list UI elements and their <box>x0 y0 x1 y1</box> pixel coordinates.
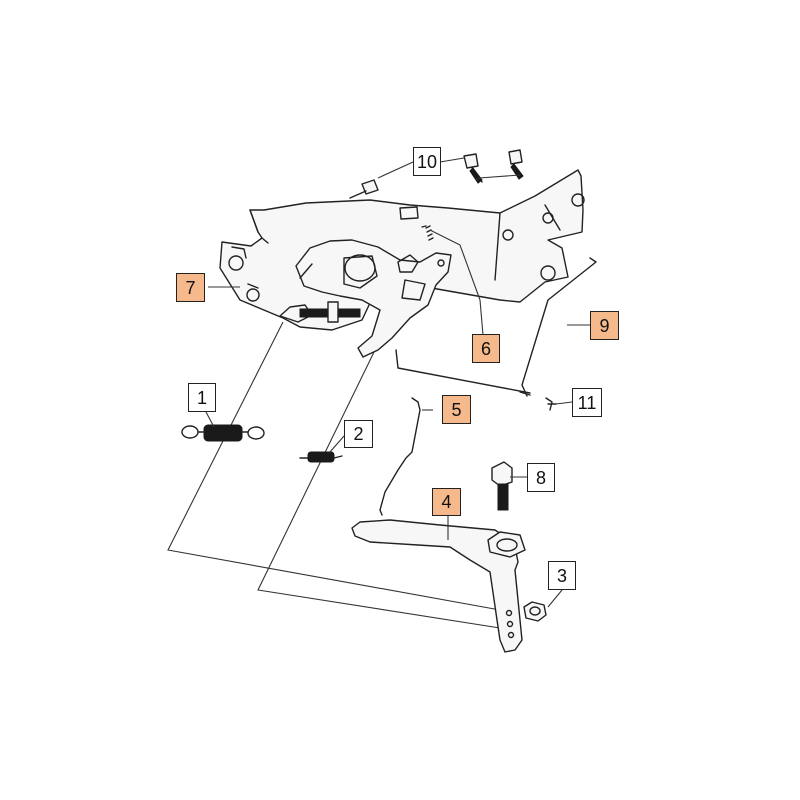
extension-spring-1 <box>181 424 265 442</box>
spring-6 <box>421 225 434 241</box>
bolt-8 <box>491 461 513 511</box>
cable-segment <box>279 301 361 323</box>
callout-4: 4 <box>432 488 461 516</box>
governor-rod-9 <box>519 257 597 397</box>
callout-5: 5 <box>442 395 471 424</box>
callout-10: 10 <box>413 147 441 176</box>
throttle-lever <box>295 239 452 358</box>
alignment-lines <box>167 321 501 629</box>
control-bracket-plate <box>219 169 585 331</box>
link-rod-5 <box>379 397 421 516</box>
spring-2 <box>299 451 343 463</box>
callout-2: 2 <box>344 420 373 448</box>
callout-1: 1 <box>188 383 216 412</box>
callout-3: 3 <box>548 561 576 590</box>
clip-11 <box>545 397 557 411</box>
bolts-10 <box>349 149 524 220</box>
callout-6: 6 <box>472 334 500 363</box>
lower-plate-edge <box>395 349 531 394</box>
callout-8: 8 <box>527 463 555 492</box>
callout-11: 11 <box>572 388 602 417</box>
control-lever-4 <box>351 519 526 653</box>
nut-3 <box>523 601 547 622</box>
callout-9: 9 <box>590 311 619 340</box>
callout-7: 7 <box>176 273 205 302</box>
callout-leaders <box>205 157 590 608</box>
